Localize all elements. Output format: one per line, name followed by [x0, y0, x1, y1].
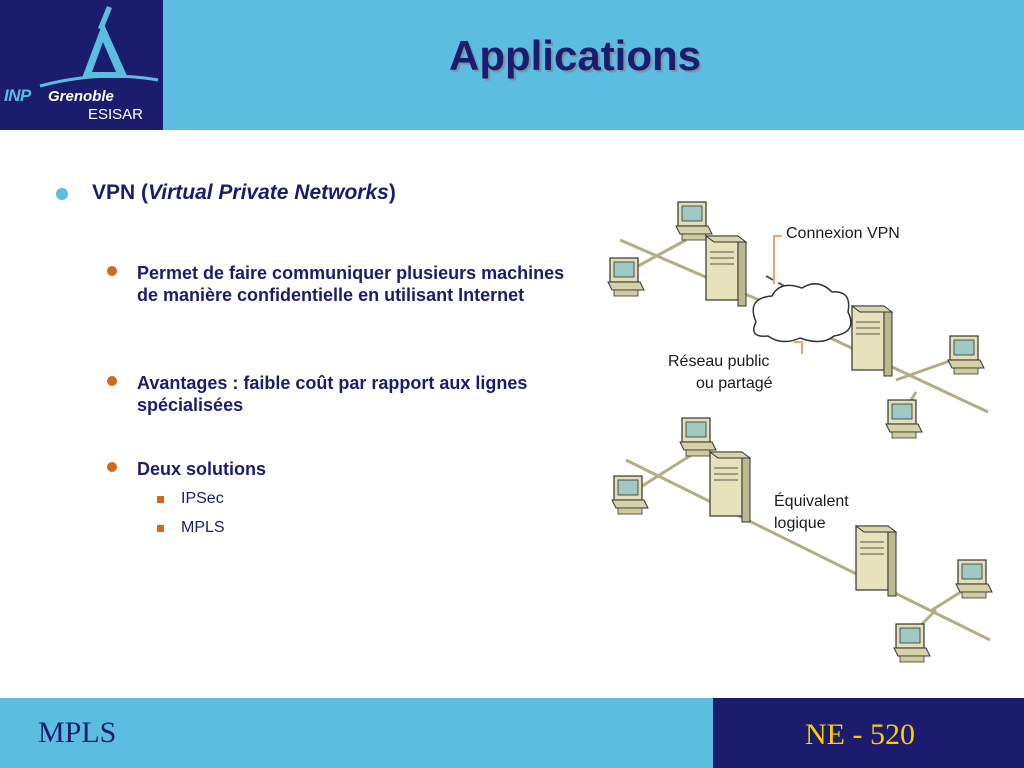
computer-icon — [679, 417, 717, 457]
inp-grenoble-logo: INP Grenoble ESISAR — [0, 0, 163, 130]
header-bar — [0, 0, 1024, 130]
computer-icon — [955, 559, 993, 599]
computer-icon — [947, 335, 985, 375]
server-icon — [851, 305, 893, 377]
bullet-dot-icon — [107, 266, 117, 276]
bullet-dot-icon — [56, 188, 68, 200]
logo-text-grenoble: Grenoble — [48, 88, 114, 105]
computer-icon — [885, 399, 923, 439]
solution-mpls: MPLS — [181, 519, 225, 536]
logo-text-inp: INP — [4, 86, 31, 105]
label-ou-partage: ou partagé — [696, 375, 773, 392]
bullet-square-icon — [157, 496, 164, 503]
label-equivalent: Équivalent — [774, 491, 849, 510]
cloud-icon — [752, 283, 852, 343]
server-icon — [705, 235, 747, 307]
slide-title: Applications — [449, 32, 702, 79]
server-icon — [855, 525, 897, 597]
bullet-item-permet: Permet de faire communiquer plusieurs ma… — [137, 263, 565, 305]
label-reseau-public: Réseau public — [668, 353, 769, 370]
label-logique: logique — [774, 515, 826, 532]
logo-text-esisar: ESISAR — [88, 106, 144, 123]
logo-emblem-icon — [39, 6, 159, 88]
footer-right-bar — [713, 698, 1024, 768]
label-pointer — [773, 235, 782, 284]
network-cable-lines-logical — [619, 450, 991, 642]
bullet-dot-icon — [107, 462, 117, 472]
computer-icon — [611, 475, 649, 515]
footer-course-name: MPLS — [38, 716, 117, 749]
solution-ipsec: IPSec — [181, 490, 224, 507]
label-connexion-vpn: Connexion VPN — [786, 225, 900, 242]
bullet-item-solutions: Deux solutions — [137, 459, 267, 479]
server-icon — [709, 451, 751, 523]
computer-icon — [675, 201, 713, 241]
computer-icon — [607, 257, 645, 297]
computer-icon — [893, 623, 931, 663]
bullet-square-icon — [157, 525, 164, 532]
footer-left-bar — [0, 698, 713, 768]
bullet-dot-icon — [107, 376, 117, 386]
footer-course-code: NE - 520 — [805, 718, 915, 751]
vpn-network-diagram: Connexion VPN Réseau public ou partagé É… — [607, 201, 993, 663]
label-pointer — [794, 341, 803, 354]
vpn-heading: VPN (Virtual Private Networks) — [92, 181, 396, 204]
bullet-item-avantages: Avantages : faible coût par rapport aux … — [137, 373, 528, 415]
